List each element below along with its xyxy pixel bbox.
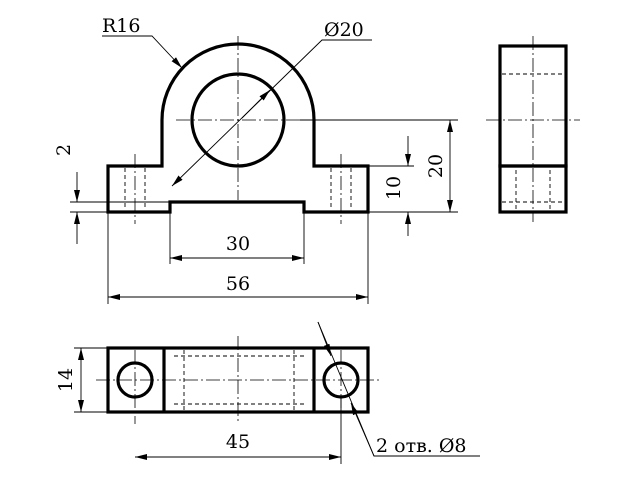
top-view: 14 45 2 отв. Ø8	[55, 321, 480, 464]
side-view	[486, 36, 580, 222]
holes-note-arrow-lower	[350, 402, 375, 457]
overall-width-label: 56	[226, 273, 250, 295]
bore-circle	[190, 72, 286, 168]
bore-diameter-label: Ø20	[324, 19, 364, 41]
bore-diameter-leader-arrow	[241, 89, 271, 119]
holes-note-arrow-upper	[317, 321, 332, 357]
depth-label: 14	[55, 368, 77, 392]
holes-note-label: 2 отв. Ø8	[376, 435, 467, 457]
axis-height-label: 20	[425, 154, 447, 178]
bore-diameter-leader	[171, 39, 372, 187]
front-view-outline	[106, 42, 370, 214]
flange-height-label: 10	[383, 176, 405, 200]
slot-width-label: 30	[226, 233, 250, 255]
step-height-label: 2	[53, 144, 75, 156]
hole-spacing-label: 45	[226, 431, 250, 453]
radius-leader	[102, 35, 183, 69]
front-view: R16 Ø20 2 30 56 10 20	[53, 15, 458, 304]
radius-label: R16	[102, 15, 140, 37]
